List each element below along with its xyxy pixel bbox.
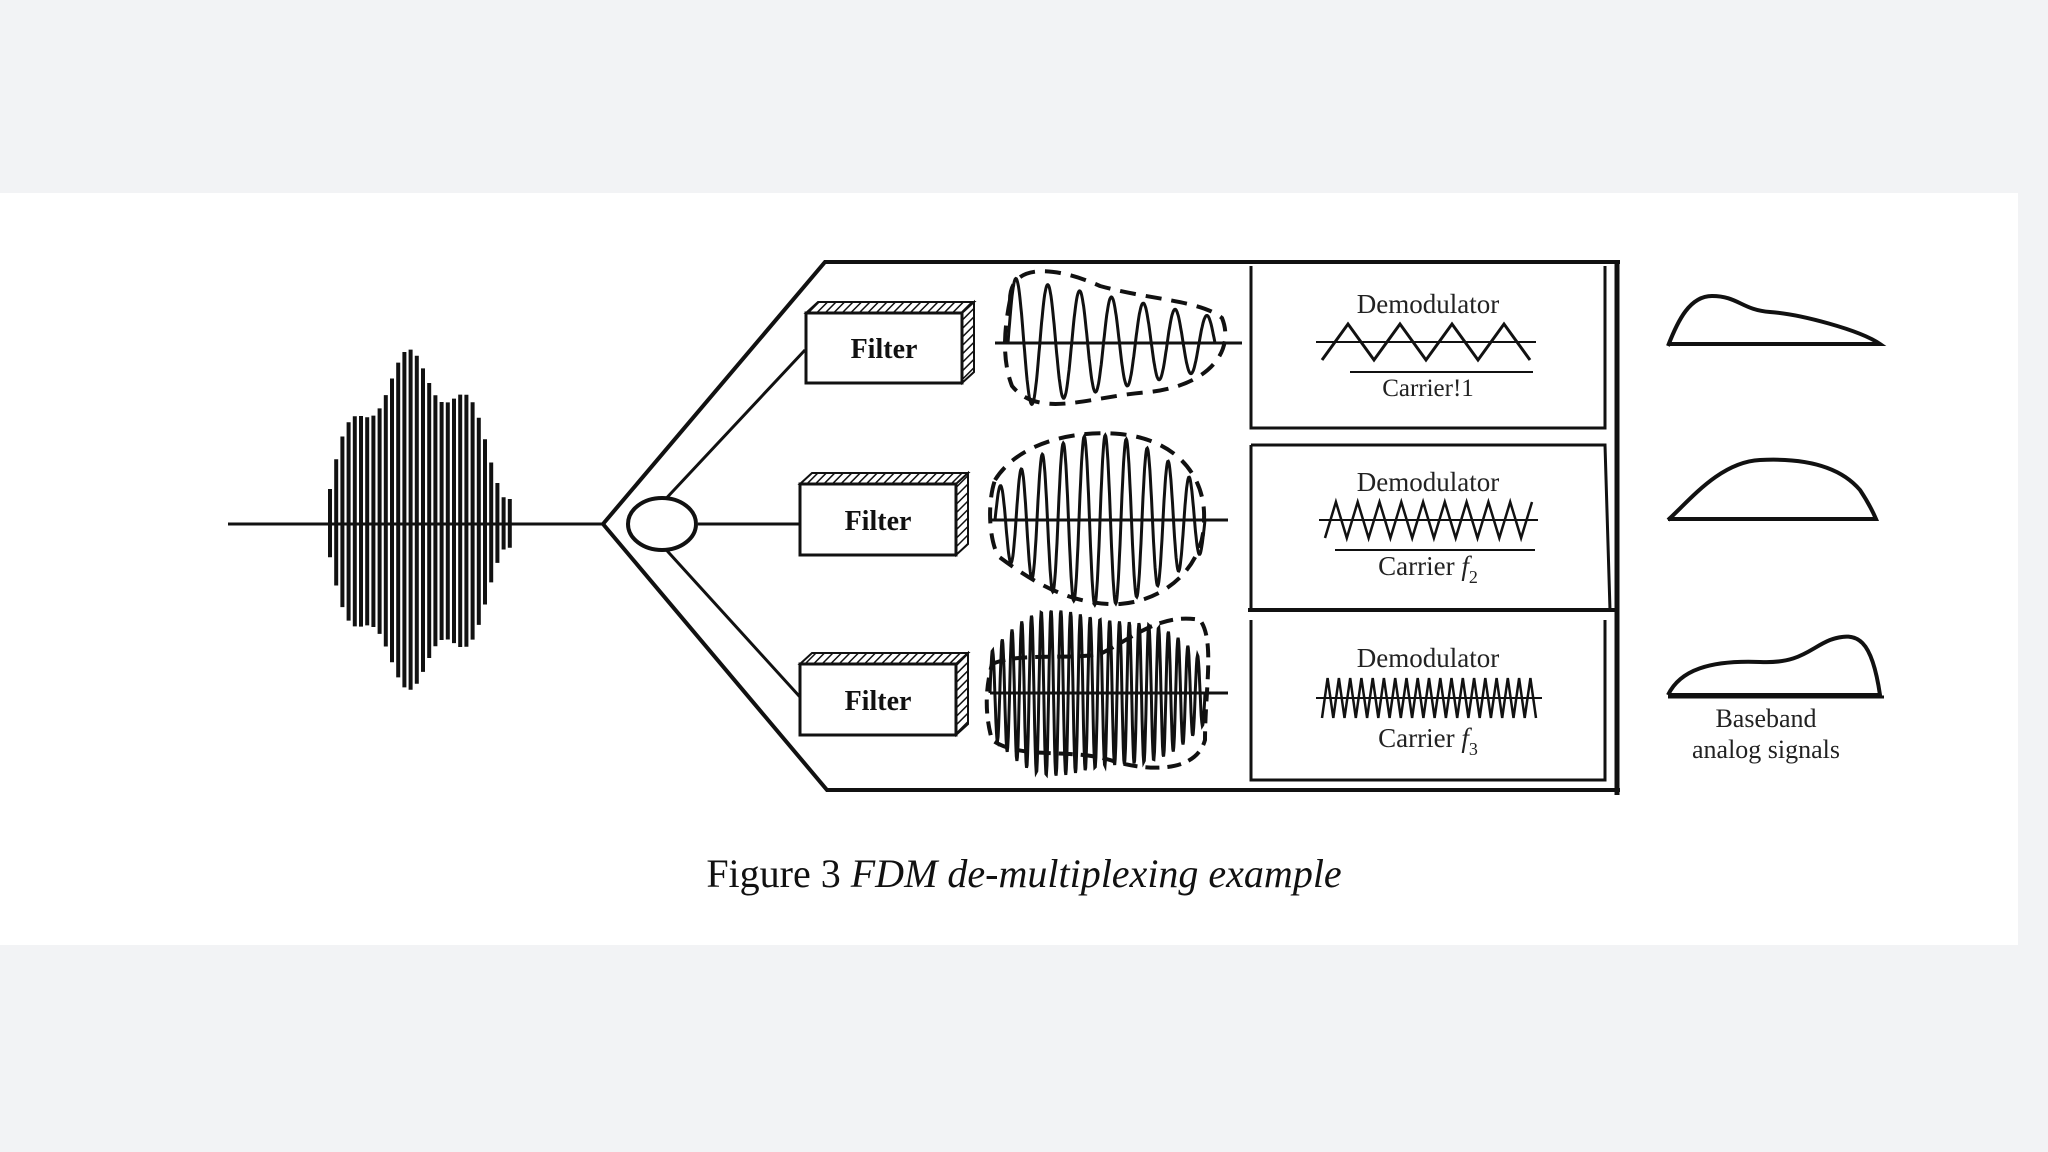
baseband-signal-1	[1666, 293, 1887, 347]
demodulator-box-1	[1249, 266, 1607, 430]
envelope-outline-2	[988, 431, 1207, 607]
carrier-waveforms	[1316, 321, 1542, 719]
filtered-signal-2	[993, 432, 1207, 608]
baseband-label-line1: Baseband	[1715, 704, 1816, 733]
demux-housing-bottom	[601, 522, 1620, 792]
baseband-label-line2: analog signals	[1692, 735, 1840, 764]
filter-box-3: Filter	[797, 650, 971, 738]
baseband-signal-3	[1666, 634, 1883, 697]
filter-box-1: Filter	[803, 299, 977, 386]
carrier-wave-1	[1320, 321, 1532, 363]
filtered-signal-1	[1006, 276, 1217, 407]
figure-number: Figure 3	[706, 851, 841, 896]
composite-fdm-signal	[328, 349, 512, 690]
demodulator-label-2: Demodulator	[1357, 467, 1499, 497]
splitter-node	[626, 496, 698, 552]
filter-box-2: Filter	[797, 470, 971, 558]
figure-title: FDM de-multiplexing example	[850, 851, 1342, 896]
demodulator-label-3: Demodulator	[1357, 643, 1499, 673]
filter-label-3: Filter	[845, 686, 912, 717]
filter-label-1: Filter	[851, 334, 918, 365]
carrier-wave-3	[1320, 677, 1538, 719]
branch-line-bottom	[658, 541, 802, 699]
carrier-label-2: Carrier f2	[1378, 551, 1478, 587]
demux-housing-top	[601, 260, 1620, 526]
filtered-signal-3	[988, 610, 1207, 779]
filter-label-2: Filter	[845, 506, 912, 537]
carrier-label-1: Carrier!1	[1382, 375, 1474, 402]
baseband-signal-2	[1666, 457, 1880, 522]
figure-caption: Figure 3 FDM de-multiplexing example	[0, 850, 2048, 897]
envelope-outline-3	[984, 616, 1211, 770]
demodulator-label-1: Demodulator	[1357, 289, 1499, 319]
envelope-outline-1	[1003, 269, 1228, 406]
branch-line-top	[658, 348, 807, 507]
carrier-label-3: Carrier f3	[1378, 723, 1478, 759]
demodulator-box-3	[1249, 620, 1607, 782]
filtered-modulated-signals	[984, 269, 1242, 779]
